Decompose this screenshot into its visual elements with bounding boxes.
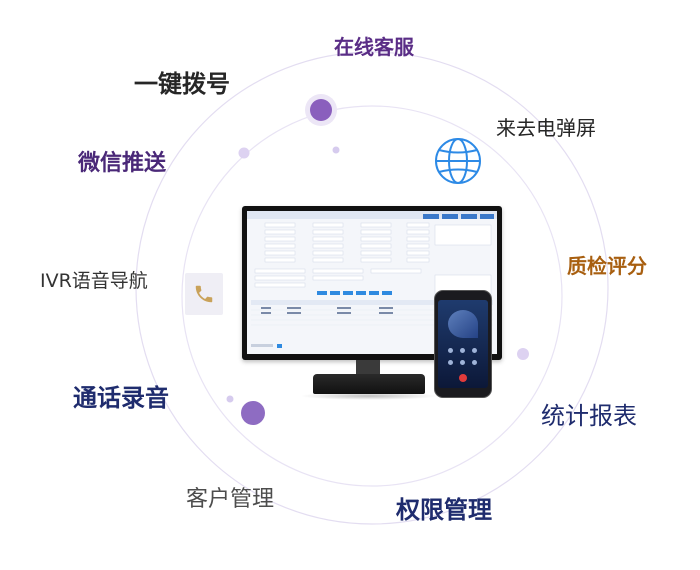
label-online-service: 在线客服 bbox=[334, 35, 414, 59]
monitor-screen bbox=[247, 211, 497, 354]
phone-icon bbox=[185, 273, 223, 315]
monitor-base bbox=[313, 374, 425, 394]
label-permission-management: 权限管理 bbox=[396, 496, 492, 524]
screen-mockup bbox=[247, 211, 497, 348]
label-quality-score: 质检评分 bbox=[567, 254, 647, 278]
hangup-icon bbox=[459, 374, 467, 382]
orbit-dot bbox=[332, 146, 340, 154]
monitor-neck bbox=[356, 360, 380, 376]
label-statistics-report: 统计报表 bbox=[541, 402, 637, 430]
orbit-dot bbox=[238, 147, 250, 159]
label-screen-popup: 来去电弹屏 bbox=[496, 116, 596, 140]
smartphone bbox=[434, 290, 492, 398]
label-call-recording: 通话录音 bbox=[73, 384, 169, 412]
orbit-dot bbox=[226, 395, 234, 403]
label-one-key-dial: 一键拨号 bbox=[134, 70, 230, 98]
phone-screen bbox=[438, 300, 488, 388]
orbit-dot bbox=[517, 348, 529, 360]
label-ivr-navigation: IVR语音导航 bbox=[40, 270, 148, 292]
label-customer-management: 客户管理 bbox=[186, 487, 275, 512]
purple-dot-icon bbox=[241, 401, 265, 425]
label-wechat-push: 微信推送 bbox=[78, 151, 167, 176]
globe-icon bbox=[435, 138, 481, 184]
